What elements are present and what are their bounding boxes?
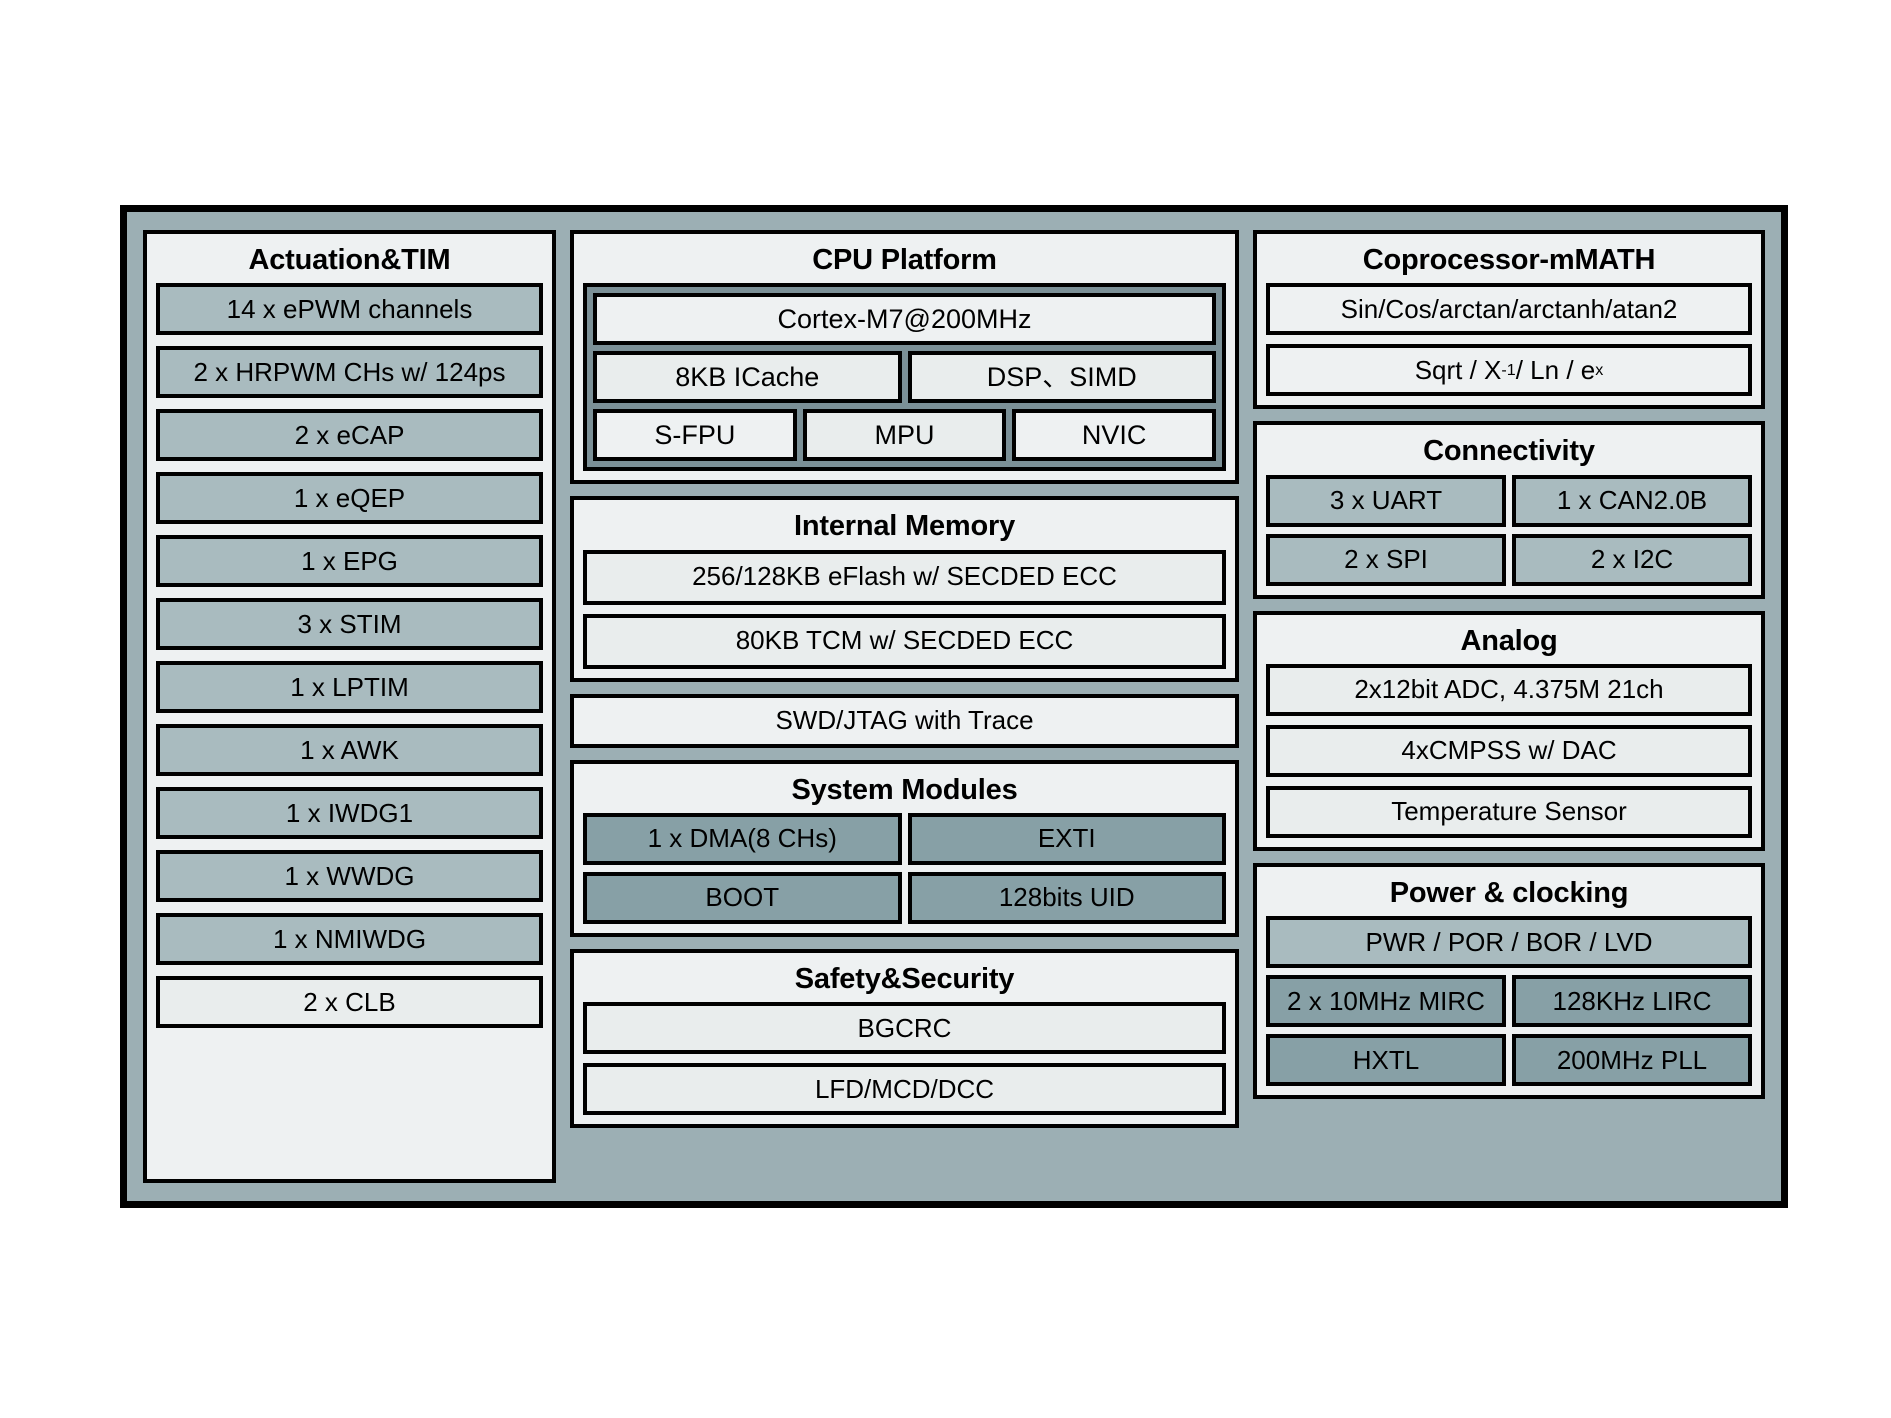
panel-system-modules: System Modules 1 x DMA(8 CHs) EXTI BOOT …: [570, 759, 1239, 937]
cell-ecap[interactable]: 2 x eCAP: [156, 409, 543, 462]
cell-icache[interactable]: 8KB ICache: [593, 351, 902, 404]
cell-mpu[interactable]: MPU: [802, 409, 1007, 462]
cpu-row-cache-dsp: 8KB ICache DSP、SIMD: [593, 351, 1216, 404]
cpu-core-frame: Cortex-M7@200MHz 8KB ICache DSP、SIMD S-F…: [583, 283, 1226, 472]
panel-connectivity: Connectivity 3 x UART 1 x CAN2.0B 2 x SP…: [1253, 421, 1765, 599]
cell-mirc[interactable]: 2 x 10MHz MIRC: [1266, 975, 1506, 1028]
panel-cpu-platform: CPU Platform Cortex-M7@200MHz 8KB ICache…: [570, 230, 1239, 485]
cell-uart[interactable]: 3 x UART: [1266, 474, 1506, 527]
column-right: Coprocessor-mMATH Sin/Cos/arctan/arctanh…: [1253, 230, 1765, 1183]
cell-hxtl[interactable]: HXTL: [1266, 1034, 1506, 1087]
cell-cortex-m7[interactable]: Cortex-M7@200MHz: [593, 293, 1216, 346]
cell-hrpwm-chs[interactable]: 2 x HRPWM CHs w/ 124ps: [156, 346, 543, 399]
cell-trig-functions[interactable]: Sin/Cos/arctan/arctanh/atan2: [1266, 283, 1752, 336]
cell-boot[interactable]: BOOT: [583, 871, 902, 924]
cell-cmpss-dac[interactable]: 4xCMPSS w/ DAC: [1266, 724, 1752, 777]
cell-tcm[interactable]: 80KB TCM w/ SECDED ECC: [583, 613, 1226, 669]
panel-title-system-modules: System Modules: [791, 773, 1018, 806]
cell-eqep[interactable]: 1 x eQEP: [156, 472, 543, 525]
cell-temp-sensor[interactable]: Temperature Sensor: [1266, 785, 1752, 838]
power-row-hxtl-pll: HXTL 200MHz PLL: [1266, 1034, 1752, 1087]
cell-nmiwdg[interactable]: 1 x NMIWDG: [156, 913, 543, 966]
cell-awk[interactable]: 1 x AWK: [156, 724, 543, 777]
panel-title-analog: Analog: [1460, 624, 1558, 657]
soc-block-diagram: Actuation&TIM 14 x ePWM channels 2 x HRP…: [120, 205, 1788, 1208]
cell-adc[interactable]: 2x12bit ADC, 4.375M 21ch: [1266, 663, 1752, 716]
cell-exti[interactable]: EXTI: [907, 812, 1226, 865]
panel-coprocessor-mmath: Coprocessor-mMATH Sin/Cos/arctan/arctanh…: [1253, 230, 1765, 410]
panel-internal-memory: Internal Memory 256/128KB eFlash w/ SECD…: [570, 496, 1239, 682]
cell-clb[interactable]: 2 x CLB: [156, 976, 543, 1029]
cell-can[interactable]: 1 x CAN2.0B: [1512, 474, 1752, 527]
cell-epwm-channels[interactable]: 14 x ePWM channels: [156, 283, 543, 336]
cell-lptim[interactable]: 1 x LPTIM: [156, 661, 543, 714]
cell-uid[interactable]: 128bits UID: [907, 871, 1226, 924]
cell-stim[interactable]: 3 x STIM: [156, 598, 543, 651]
panel-power-clocking: Power & clocking PWR / POR / BOR / LVD 2…: [1253, 862, 1765, 1100]
cell-spi[interactable]: 2 x SPI: [1266, 533, 1506, 586]
panel-safety-security: Safety&Security BGCRC LFD/MCD/DCC: [570, 948, 1239, 1129]
cell-iwdg1[interactable]: 1 x IWDG1: [156, 787, 543, 840]
panel-title-power-clocking: Power & clocking: [1389, 876, 1629, 909]
system-row-boot-uid: BOOT 128bits UID: [583, 871, 1226, 924]
panel-analog: Analog 2x12bit ADC, 4.375M 21ch 4xCMPSS …: [1253, 610, 1765, 851]
cpu-row-fpu-mpu-nvic: S-FPU MPU NVIC: [593, 409, 1217, 462]
panel-actuation-tim: Actuation&TIM 14 x ePWM channels 2 x HRP…: [143, 230, 556, 1183]
column-middle: CPU Platform Cortex-M7@200MHz 8KB ICache…: [570, 230, 1239, 1183]
cell-nvic[interactable]: NVIC: [1012, 409, 1217, 462]
cell-s-fpu[interactable]: S-FPU: [593, 409, 797, 462]
cell-dsp-simd[interactable]: DSP、SIMD: [907, 351, 1216, 404]
cell-bgcrc[interactable]: BGCRC: [583, 1002, 1226, 1055]
cell-pwr-por-bor-lvd[interactable]: PWR / POR / BOR / LVD: [1266, 916, 1752, 969]
math-mid: / Ln / e: [1515, 354, 1596, 385]
math-prefix: Sqrt / X: [1414, 354, 1502, 385]
panel-title-cpu-platform: CPU Platform: [812, 244, 997, 276]
cell-eflash[interactable]: 256/128KB eFlash w/ SECDED ECC: [583, 549, 1226, 605]
panel-title-connectivity: Connectivity: [1423, 435, 1595, 468]
panel-title-actuation-tim: Actuation&TIM: [248, 244, 451, 276]
power-row-mirc-lirc: 2 x 10MHz MIRC 128KHz LIRC: [1266, 975, 1752, 1028]
cell-swd-jtag-trace[interactable]: SWD/JTAG with Trace: [570, 693, 1239, 748]
cell-pll[interactable]: 200MHz PLL: [1512, 1034, 1752, 1087]
system-row-dma-exti: 1 x DMA(8 CHs) EXTI: [583, 812, 1226, 865]
cell-dma[interactable]: 1 x DMA(8 CHs): [583, 812, 902, 865]
panel-title-internal-memory: Internal Memory: [794, 510, 1015, 543]
panel-title-safety-security: Safety&Security: [794, 962, 1015, 995]
connectivity-row-uart-can: 3 x UART 1 x CAN2.0B: [1266, 474, 1752, 527]
connectivity-row-spi-i2c: 2 x SPI 2 x I2C: [1266, 533, 1752, 586]
panel-title-coprocessor-mmath: Coprocessor-mMATH: [1362, 244, 1656, 276]
cell-epg[interactable]: 1 x EPG: [156, 535, 543, 588]
cell-wwdg[interactable]: 1 x WWDG: [156, 850, 543, 903]
cell-i2c[interactable]: 2 x I2C: [1512, 533, 1752, 586]
chip-inner-area: Actuation&TIM 14 x ePWM channels 2 x HRP…: [127, 212, 1781, 1201]
cell-lfd-mcd-dcc[interactable]: LFD/MCD/DCC: [583, 1063, 1226, 1116]
cell-lirc[interactable]: 128KHz LIRC: [1512, 975, 1752, 1028]
